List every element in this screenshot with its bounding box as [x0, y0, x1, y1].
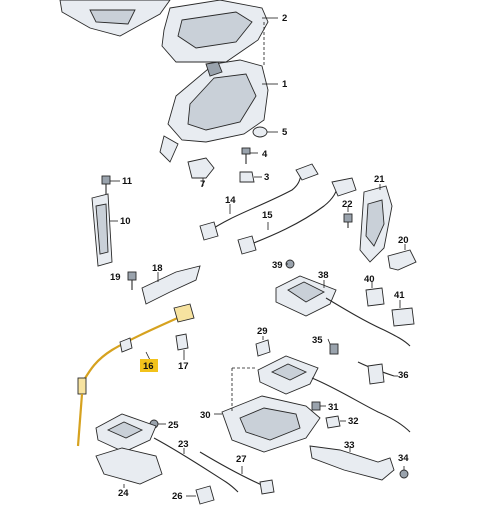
- part-11-bolt: [101, 175, 120, 196]
- part-41-clip: [391, 300, 415, 327]
- label-3: 3: [264, 172, 269, 183]
- label-34: 34: [398, 453, 409, 464]
- part-1-lower-housing: [159, 22, 278, 163]
- part-17-clip: [175, 333, 189, 360]
- part-33-rail-bracket: [309, 445, 395, 481]
- label-16: 16: [143, 361, 154, 372]
- part-2-upper-cover: [59, 0, 278, 63]
- label-38: 38: [318, 270, 329, 281]
- part-24-lower-control-unit: [95, 413, 163, 488]
- label-33: 33: [344, 440, 355, 451]
- part-27-cable: [199, 451, 275, 495]
- label-19: 19: [110, 272, 121, 283]
- label-27: 27: [236, 454, 247, 465]
- part-22-bolt: [343, 206, 353, 228]
- label-2: 2: [282, 13, 287, 24]
- part-40-clip: [365, 282, 385, 307]
- label-36: 36: [398, 370, 409, 381]
- label-10: 10: [120, 216, 131, 227]
- callout-labels: 2 1 5 4 3 7 11 10 14 15 21 22 20 39 38 4…: [110, 13, 409, 502]
- label-29: 29: [257, 326, 268, 337]
- part-39-screw: [285, 259, 295, 269]
- label-39: 39: [272, 260, 283, 271]
- part-23-cable: [153, 437, 239, 493]
- part-31-bolt: [311, 401, 326, 411]
- label-40: 40: [364, 274, 375, 285]
- part-28-control-unit: [257, 355, 411, 433]
- label-15: 15: [262, 210, 273, 221]
- label-21: 21: [374, 174, 385, 185]
- part-10-sensor-holder: [91, 193, 118, 267]
- part-35-bolt: [327, 338, 339, 355]
- part-15-sensor-cable: [237, 177, 357, 255]
- part-34-screw: [399, 466, 409, 479]
- label-35: 35: [312, 335, 323, 346]
- label-1: 1: [282, 79, 288, 90]
- part-5-grommet: [252, 126, 278, 138]
- part-3-nut: [239, 171, 262, 183]
- label-18: 18: [152, 263, 163, 274]
- label-7: 7: [200, 179, 205, 190]
- part-4-bolt: [241, 147, 258, 164]
- label-14: 14: [225, 195, 236, 206]
- part-18-bracket: [141, 265, 201, 305]
- label-22: 22: [342, 199, 353, 210]
- label-31: 31: [328, 402, 339, 413]
- part-19-bolt: [127, 271, 137, 290]
- part-26-connector: [186, 485, 215, 505]
- label-24: 24: [118, 488, 129, 499]
- label-26: 26: [172, 491, 183, 502]
- label-41: 41: [394, 290, 405, 301]
- part-20-sensor: [387, 244, 417, 271]
- label-23: 23: [178, 439, 189, 450]
- part-14-sensor-cable: [199, 163, 319, 241]
- part-21-mounting-bracket: [359, 184, 393, 263]
- label-17: 17: [178, 361, 189, 372]
- part-30-base-bracket: [214, 367, 321, 453]
- label-32: 32: [348, 416, 359, 427]
- label-16-highlight: [140, 359, 158, 372]
- part-38-control-unit: [275, 275, 411, 347]
- label-4: 4: [262, 149, 268, 160]
- label-11: 11: [122, 176, 133, 187]
- part-7-bracket: [187, 157, 215, 186]
- part-29-nut: [255, 336, 271, 357]
- label-20: 20: [398, 235, 409, 246]
- label-5: 5: [282, 127, 288, 138]
- part-16-exhaust-temperature-sensor: [76, 303, 195, 447]
- label-25: 25: [168, 420, 179, 431]
- part-32-nut: [325, 415, 346, 429]
- label-30: 30: [200, 410, 211, 421]
- part-36-sensor: [357, 361, 398, 385]
